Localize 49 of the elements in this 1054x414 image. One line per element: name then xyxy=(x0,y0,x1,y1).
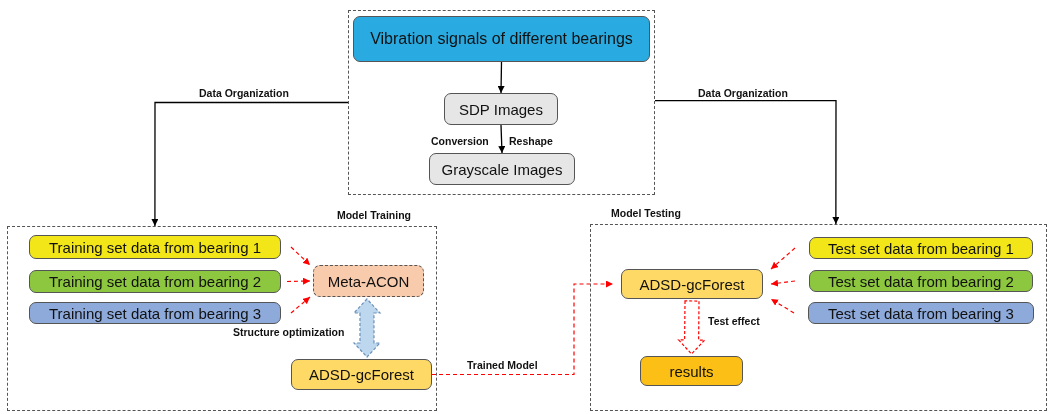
process-box xyxy=(444,93,558,125)
box-label: ADSD-gcForest xyxy=(309,366,414,383)
edge-label: Trained Model xyxy=(466,359,539,372)
arrow xyxy=(497,61,505,94)
group-heading: Model Training xyxy=(336,209,411,221)
model-box xyxy=(291,359,432,390)
step-label: Reshape xyxy=(508,135,554,148)
box-label: ADSD-gcForest xyxy=(639,275,745,293)
process-box xyxy=(429,153,575,185)
box-label: results xyxy=(669,362,714,380)
edge-label: Conversion xyxy=(430,135,490,148)
arrow xyxy=(654,99,840,225)
arrow xyxy=(770,298,795,314)
box-label: Grayscale Images xyxy=(441,160,563,178)
group-heading: Model Testing xyxy=(611,207,681,219)
data-box xyxy=(29,270,281,293)
data-box xyxy=(29,302,281,324)
arrow xyxy=(290,296,311,314)
arrow xyxy=(290,246,311,266)
arrow xyxy=(431,280,614,376)
edge-label: Structure optimization xyxy=(232,326,346,339)
box-label: SDP Images xyxy=(459,100,543,118)
edge-label: Data Organization xyxy=(697,87,789,100)
arrow xyxy=(498,124,506,154)
arrow xyxy=(286,277,311,285)
source-box xyxy=(353,16,650,62)
data-box xyxy=(29,235,281,259)
box-label: Meta-ACON xyxy=(327,272,410,290)
box-label: Test set data from bearing 3 xyxy=(828,304,1014,322)
dashed-frame xyxy=(348,10,655,195)
arrow xyxy=(151,101,349,227)
block-arrow xyxy=(352,298,382,358)
box-label: Vibration signals of different bearings xyxy=(370,30,633,48)
box-label: Test set data from bearing 1 xyxy=(828,239,1014,257)
data-box xyxy=(809,237,1033,259)
block-arrow xyxy=(677,300,706,355)
optimizer-box xyxy=(313,265,424,297)
model-box xyxy=(621,269,763,299)
box-label: Training set data from bearing 1 xyxy=(48,238,262,256)
edge-label: Test effect xyxy=(707,315,761,328)
box-label: Training set data from bearing 3 xyxy=(48,304,262,322)
box-label: Training set data from bearing 2 xyxy=(48,273,262,290)
data-box xyxy=(809,270,1033,292)
box-label: Test set data from bearing 2 xyxy=(828,272,1014,290)
arrow xyxy=(770,247,796,270)
edge-label: Data Organization xyxy=(198,87,290,100)
result-box xyxy=(640,356,743,386)
data-box xyxy=(808,302,1034,324)
arrow xyxy=(770,279,796,287)
